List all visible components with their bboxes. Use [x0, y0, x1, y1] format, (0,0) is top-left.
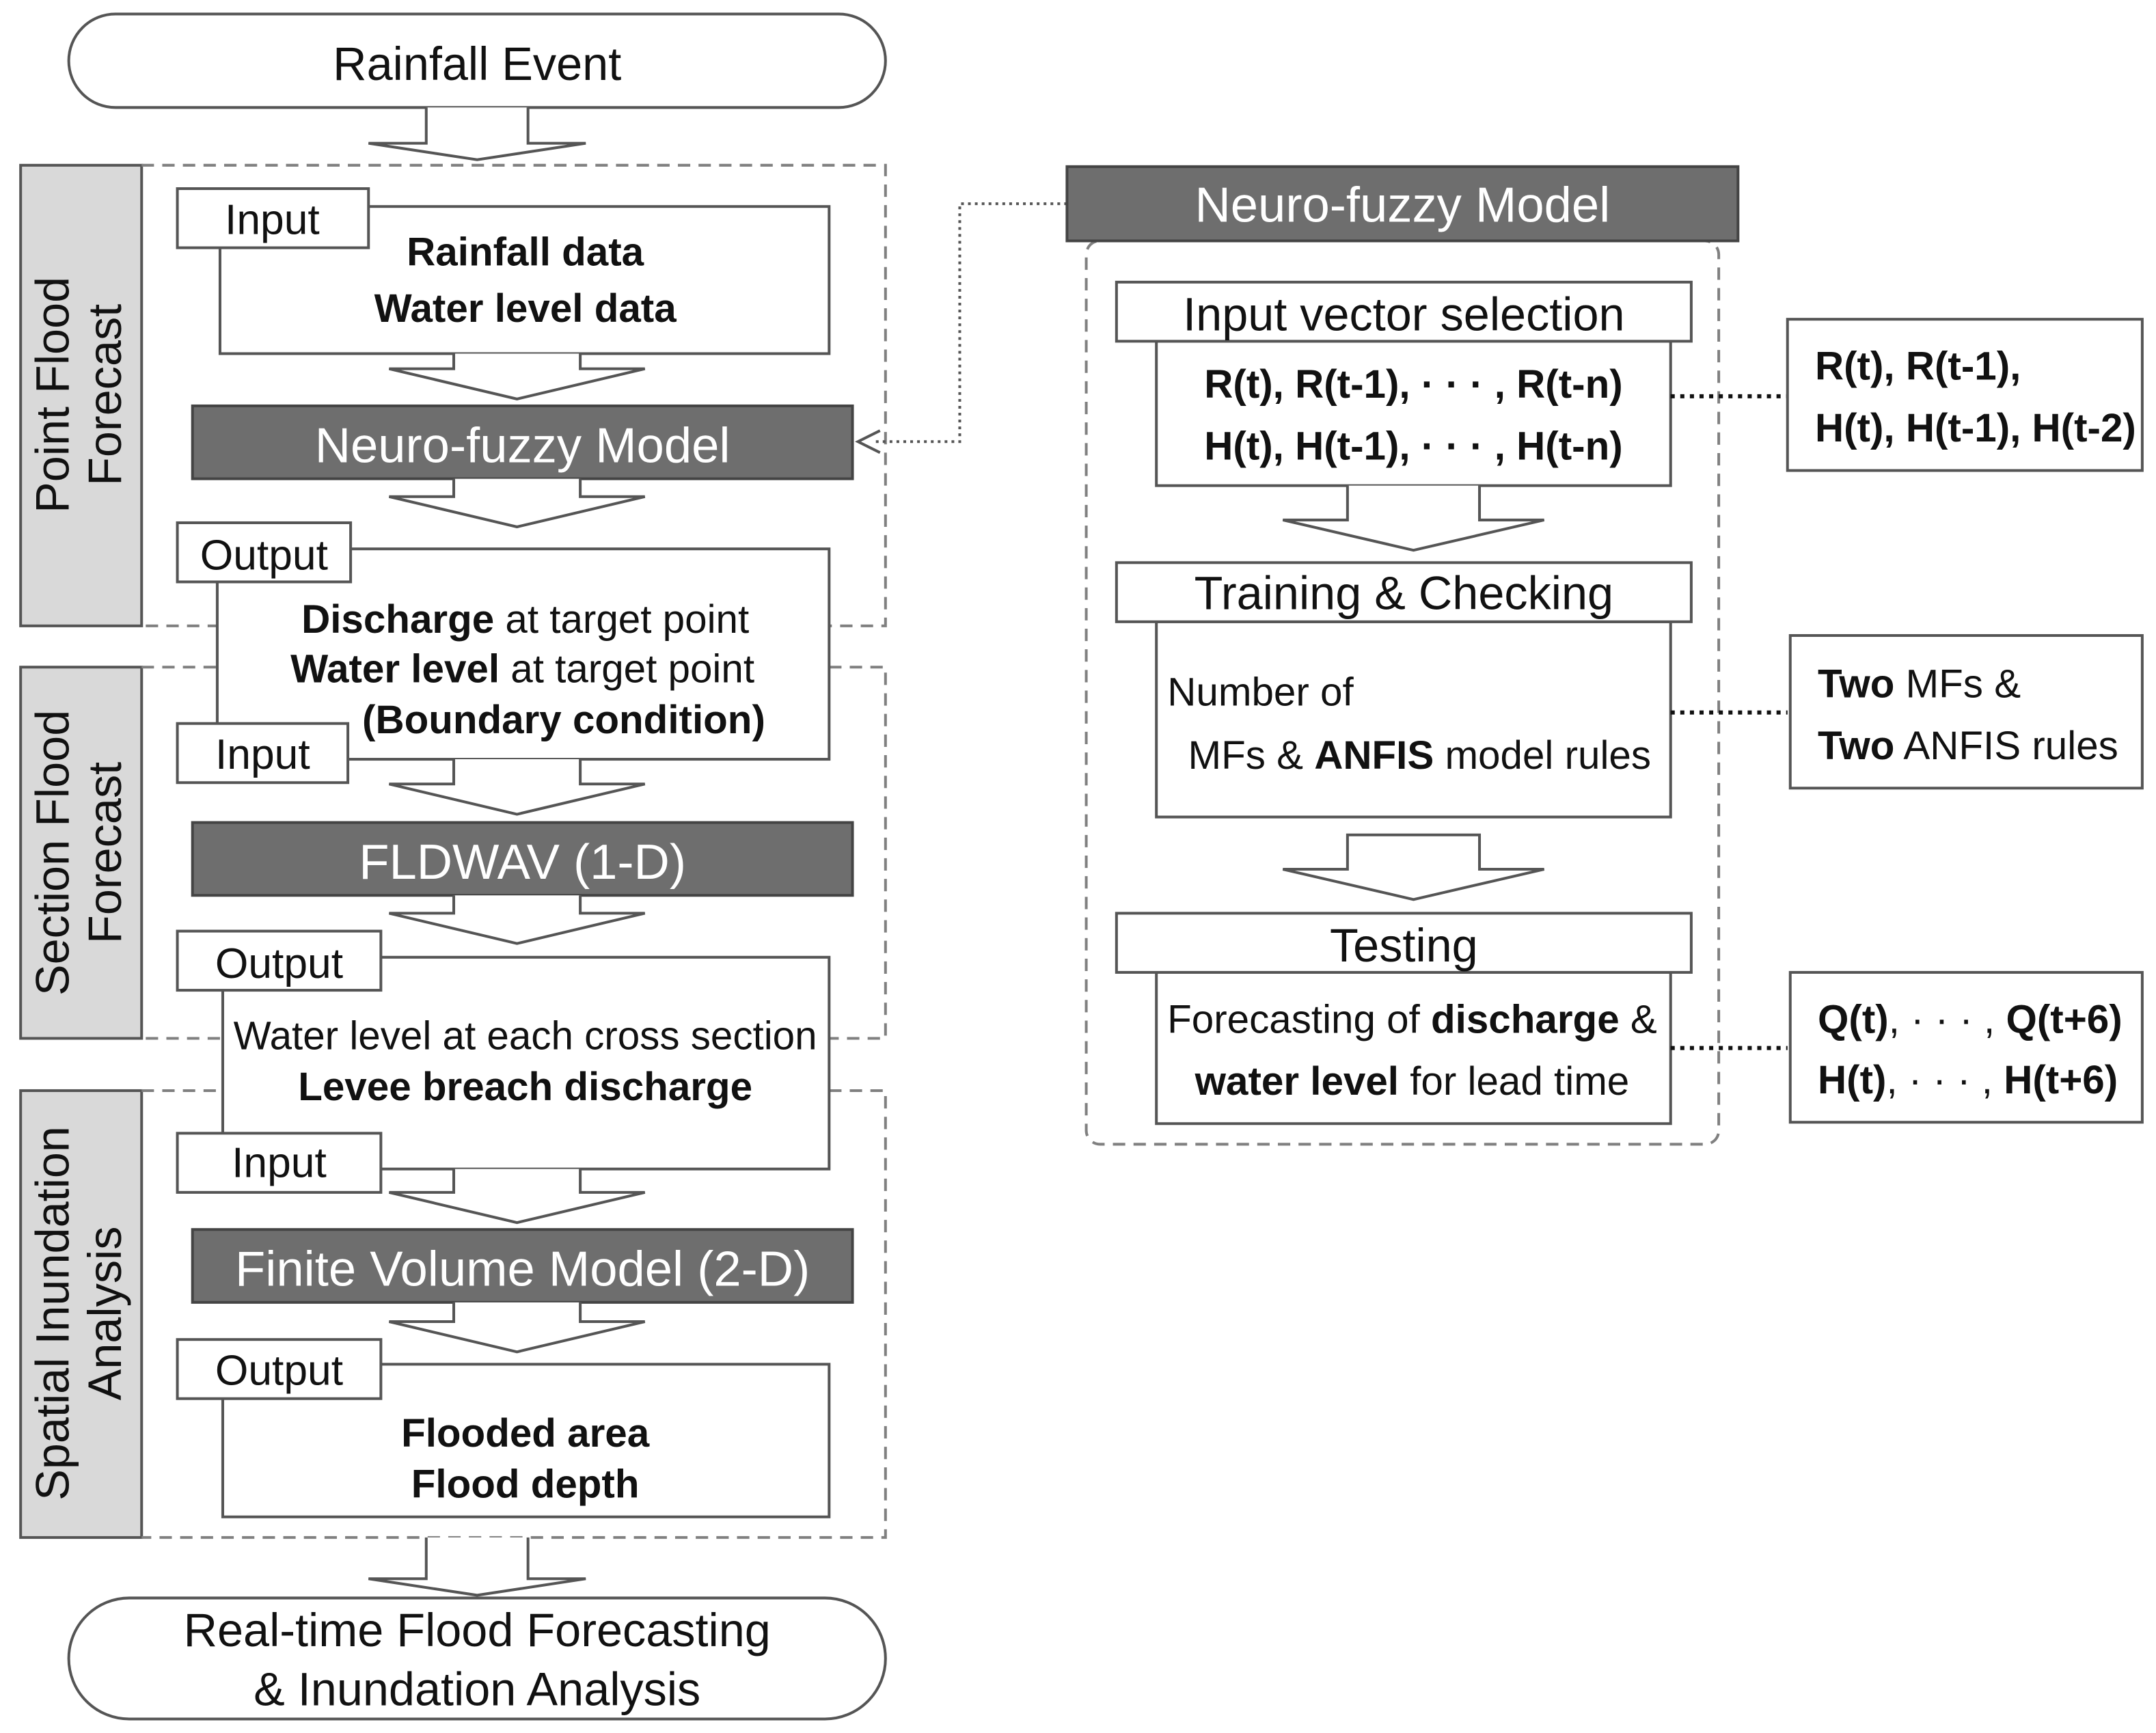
detail-arrow-1 [1282, 485, 1545, 552]
testing-header: Testing [1330, 920, 1478, 972]
end-label-line1: Real-time Flood Forecasting [184, 1605, 771, 1656]
finite-volume-model-block: Finite Volume Model (2-D) [191, 1228, 854, 1304]
fldwav-model-block: FLDWAV (1-D) [191, 821, 854, 897]
forecasting-discharge-text: Forecasting of discharge & [1167, 997, 1657, 1041]
output-tag-3: Output [176, 1338, 383, 1400]
start-label: Rainfall Event [333, 38, 621, 90]
start-terminal: Rainfall Event [67, 12, 887, 109]
levee-breach-discharge-text: Levee breach discharge [298, 1065, 752, 1109]
boundary-condition-text: (Boundary condition) [362, 698, 765, 742]
stage-section-line1: Section Flood [27, 710, 79, 996]
testing-step: Testing Forecasting of discharge & water… [1115, 912, 1693, 1125]
arrow-4 [388, 895, 646, 945]
two-anfis-rules-text: Two ANFIS rules [1818, 724, 2118, 768]
stage-point-line1: Point Flood [27, 277, 79, 513]
stage-point-line2: Forecast [79, 304, 131, 486]
discharge-forecast-range-text: Q(t), · · · , Q(t+6) [1818, 997, 2123, 1041]
neuro-fuzzy-model-block: Neuro-fuzzy Model [191, 404, 854, 480]
selected-rainfall-inputs-text: R(t), R(t-1), [1815, 344, 2021, 389]
arrow-5 [388, 1169, 646, 1225]
arrow-1 [388, 353, 646, 400]
stage-spatial-line1: Spatial Inundation [27, 1126, 79, 1501]
detail-link-arrowhead [855, 429, 881, 454]
cross-section-water-level-text: Water level at each cross section [234, 1014, 817, 1059]
water-level-lead-time-text: water level for lead time [1195, 1059, 1630, 1104]
water-level-at-target-text: Water level at target point [290, 646, 754, 691]
input-tag-1: Input [176, 187, 370, 249]
detail-link-connector [874, 202, 1067, 444]
arrow-2 [388, 478, 646, 529]
stage-section-line2: Forecast [79, 762, 131, 944]
end-terminal: Real-time Flood Forecasting & Inundation… [67, 1596, 887, 1721]
stage-point-frame [141, 163, 887, 627]
water-level-data-text: Water level data [374, 286, 677, 331]
output-tag-1-label: Output [200, 532, 328, 579]
arrow-6 [388, 1302, 646, 1354]
output-tag-1: Output [176, 521, 353, 584]
rainfall-vector-text: R(t), R(t-1), · · · , R(t-n) [1204, 362, 1622, 407]
flooded-area-text: Flooded area [401, 1411, 650, 1456]
arrow-end [368, 1537, 586, 1597]
output-tag-2-label: Output [215, 940, 343, 987]
stage-section-flood-forecast: Section Flood Forecast [19, 666, 144, 1040]
water-level-forecast-range-text: H(t), · · · , H(t+6) [1818, 1058, 2118, 1102]
selected-water-level-inputs-text: H(t), H(t-1), H(t-2) [1815, 406, 2136, 450]
input-tag-3-label: Input [232, 1140, 327, 1187]
forecast-outputs-note: Q(t), · · · , Q(t+6) H(t), · · · , H(t+6… [1788, 970, 2144, 1124]
mfs-anfis-rules-text: MFs & ANFIS model rules [1188, 733, 1651, 778]
water-level-vector-text: H(t), H(t-1), · · · , H(t-n) [1204, 424, 1622, 468]
input-tag-3: Input [176, 1132, 383, 1194]
input-tag-1-label: Input [225, 196, 320, 243]
arrow-3 [388, 759, 646, 816]
training-checking-header: Training & Checking [1195, 568, 1613, 620]
finite-volume-model-label: Finite Volume Model (2-D) [235, 1242, 810, 1297]
detail-dashed-frame [1084, 239, 1721, 1146]
discharge-at-target-text: Discharge at target point [301, 597, 749, 642]
output-tag-2: Output [176, 929, 383, 992]
stage-point-flood-forecast: Point Flood Forecast [19, 163, 144, 627]
input-tag-2: Input [176, 722, 350, 784]
stage-section-frame [141, 666, 887, 1040]
rainfall-input-box: Rainfall data Water level data [218, 205, 831, 355]
fldwav-model-label: FLDWAV (1-D) [359, 834, 686, 890]
input-tag-2-label: Input [215, 731, 310, 778]
rainfall-data-text: Rainfall data [407, 230, 644, 275]
end-label-line2: & Inundation Analysis [254, 1663, 700, 1715]
training-checking-step: Training & Checking Number of MFs & ANFI… [1115, 561, 1693, 819]
input-vector-selection-header: Input vector selection [1183, 288, 1624, 340]
detail-arrow-2 [1282, 833, 1545, 901]
two-mfs-text: Two MFs & [1818, 662, 2021, 707]
stage-spatial-line2: Analysis [79, 1227, 131, 1401]
number-of-text: Number of [1167, 670, 1354, 715]
stage-spatial-inundation-analysis: Spatial Inundation Analysis [19, 1089, 144, 1539]
detail-title-label: Neuro-fuzzy Model [1195, 177, 1610, 232]
selected-inputs-note: R(t), R(t-1), H(t), H(t-1), H(t-2) [1786, 318, 2144, 472]
output-tag-3-label: Output [215, 1348, 343, 1395]
neuro-fuzzy-model-label: Neuro-fuzzy Model [315, 418, 731, 473]
mf-rules-note: Two MFs & Two ANFIS rules [1788, 633, 2144, 790]
detail-title-block: Neuro-fuzzy Model [1065, 165, 1740, 243]
arrow-start [368, 107, 586, 161]
input-vector-selection-step: Input vector selection R(t), R(t-1), · ·… [1115, 280, 1693, 487]
flood-depth-text: Flood depth [411, 1462, 640, 1507]
